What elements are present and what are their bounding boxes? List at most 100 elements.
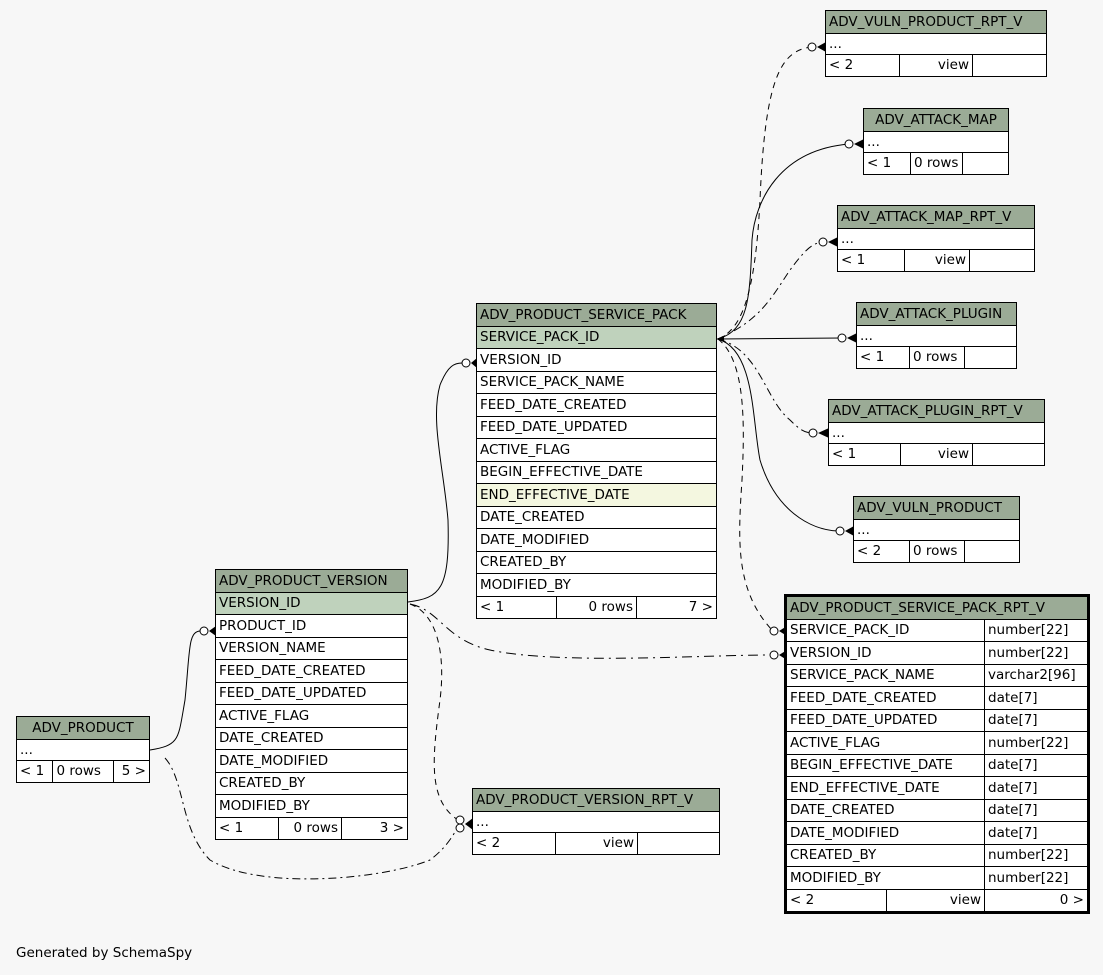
parents-count: < 1: [215, 816, 279, 840]
table-header[interactable]: ADV_PRODUCT: [16, 716, 150, 740]
column-type: number[22]: [984, 731, 1088, 755]
edge-product-to-version: [149, 630, 201, 751]
children-count: 7 >: [636, 595, 717, 619]
table-adv-attack-plugin-rpt-v[interactable]: ADV_ATTACK_PLUGIN_RPT_V ... < 1 view: [828, 399, 1045, 466]
column-ellipsis: ...: [825, 32, 1047, 55]
column-row: END_EFFECTIVE_DATE: [476, 483, 717, 507]
column-name: BEGIN_EFFECTIVE_DATE: [786, 753, 985, 777]
table-header[interactable]: ADV_PRODUCT_VERSION_RPT_V: [472, 788, 720, 812]
table-header[interactable]: ADV_ATTACK_MAP_RPT_V: [837, 205, 1035, 229]
row-count: 0 rows: [909, 345, 965, 369]
edge-version-to-sp-rpt: [409, 603, 773, 659]
row-count: view: [900, 442, 973, 466]
column-row: FEED_DATE_UPDATED: [476, 415, 717, 439]
table-adv-vuln-product-rpt-v[interactable]: ADV_VULN_PRODUCT_RPT_V ... < 2 view: [825, 10, 1047, 77]
column-type: number[22]: [984, 843, 1088, 867]
column-ellipsis: ...: [853, 518, 1020, 541]
column-ellipsis: ...: [856, 324, 1017, 347]
parents-count: < 2: [786, 888, 887, 912]
table-header[interactable]: ADV_VULN_PRODUCT: [853, 496, 1020, 520]
column-row: SERVICE_PACK_ID: [476, 325, 717, 349]
column-row: VERSION_NAME: [215, 636, 408, 660]
table-header[interactable]: ADV_ATTACK_PLUGIN_RPT_V: [828, 399, 1045, 423]
column-row: DATE_MODIFIED: [476, 528, 717, 552]
table-header[interactable]: ADV_VULN_PRODUCT_RPT_V: [825, 10, 1047, 34]
parents-count: < 1: [15, 759, 54, 783]
column-type: date[7]: [984, 821, 1088, 845]
column-type: number[22]: [984, 641, 1088, 665]
parents-count: < 2: [853, 539, 910, 563]
row-count: view: [886, 888, 985, 912]
column-row: VERSION_ID: [476, 348, 717, 372]
column-ellipsis: ...: [837, 227, 1035, 250]
parents-count: < 1: [856, 345, 910, 369]
edge-version-to-version-rpt: [409, 603, 459, 821]
column-row: FEED_DATE_CREATED: [215, 659, 408, 683]
edge-sp-to-vuln-product: [717, 338, 839, 532]
table-header[interactable]: ADV_ATTACK_MAP: [863, 108, 1009, 132]
table-adv-attack-map[interactable]: ADV_ATTACK_MAP ... < 1 0 rows: [863, 108, 1009, 175]
row-count: 0 rows: [52, 759, 114, 783]
children-count: [637, 831, 720, 855]
column-name: FEED_DATE_UPDATED: [786, 708, 985, 732]
column-ellipsis: ...: [16, 738, 150, 761]
table-adv-product-version-rpt-v[interactable]: ADV_PRODUCT_VERSION_RPT_V ... < 2 view: [472, 788, 720, 855]
column-row: PRODUCT_ID: [215, 614, 408, 638]
table-header[interactable]: ADV_PRODUCT_VERSION: [215, 569, 408, 593]
children-count: 3 >: [341, 816, 408, 840]
column-row: CREATED_BY: [215, 771, 408, 795]
table-adv-product-service-pack-rpt-v[interactable]: ADV_PRODUCT_SERVICE_PACK_RPT_V SERVICE_P…: [784, 594, 1090, 914]
column-name: END_EFFECTIVE_DATE: [786, 776, 985, 800]
children-count: [964, 345, 1017, 369]
column-name: SERVICE_PACK_ID: [786, 618, 985, 642]
table-adv-product[interactable]: ADV_PRODUCT ... < 1 0 rows 5 >: [15, 716, 151, 783]
row-count: 0 rows: [278, 816, 342, 840]
table-adv-attack-plugin[interactable]: ADV_ATTACK_PLUGIN ... < 1 0 rows: [856, 302, 1017, 369]
column-row: VERSION_ID: [215, 591, 408, 615]
column-row: ACTIVE_FLAG: [215, 704, 408, 728]
column-name: FEED_DATE_CREATED: [786, 686, 985, 710]
column-name: ACTIVE_FLAG: [786, 731, 985, 755]
column-name: CREATED_BY: [786, 843, 985, 867]
table-adv-product-service-pack[interactable]: ADV_PRODUCT_SERVICE_PACK SERVICE_PACK_ID…: [476, 303, 717, 619]
row-count: view: [904, 248, 970, 272]
parents-count: < 1: [863, 151, 911, 175]
column-row: DATE_MODIFIED: [215, 749, 408, 773]
row-count: view: [555, 831, 638, 855]
table-header[interactable]: ADV_ATTACK_PLUGIN: [856, 302, 1017, 326]
edge-sp-to-attack-plugin: [717, 337, 843, 340]
footer-credit: Generated by SchemaSpy: [16, 945, 193, 961]
table-adv-product-version[interactable]: ADV_PRODUCT_VERSION VERSION_ID PRODUCT_I…: [215, 569, 408, 840]
column-row: BEGIN_EFFECTIVE_DATE: [476, 460, 717, 484]
column-type: date[7]: [984, 753, 1088, 777]
children-count: [964, 539, 1020, 563]
parents-count: < 1: [837, 248, 905, 272]
column-row: CREATED_BY: [476, 550, 717, 574]
row-count: view: [899, 53, 973, 77]
column-name: VERSION_ID: [786, 641, 985, 665]
edge-sp-to-vuln-product-rpt: [717, 46, 813, 340]
column-row: FEED_DATE_CREATED: [476, 393, 717, 417]
column-type: date[7]: [984, 798, 1088, 822]
children-count: [972, 442, 1045, 466]
parents-count: < 1: [476, 595, 557, 619]
edge-sp-to-attack-plugin-rpt: [717, 338, 814, 434]
column-row: FEED_DATE_UPDATED: [215, 681, 408, 705]
column-row: MODIFIED_BY: [476, 573, 717, 597]
children-count: 5 >: [112, 759, 151, 783]
column-ellipsis: ...: [472, 810, 720, 833]
row-count: 0 rows: [909, 539, 965, 563]
column-ellipsis: ...: [863, 130, 1009, 153]
table-header[interactable]: ADV_PRODUCT_SERVICE_PACK: [476, 303, 717, 327]
table-adv-vuln-product[interactable]: ADV_VULN_PRODUCT ... < 2 0 rows: [853, 496, 1020, 563]
table-adv-attack-map-rpt-v[interactable]: ADV_ATTACK_MAP_RPT_V ... < 1 view: [837, 205, 1035, 272]
edge-sp-to-attack-map: [717, 143, 850, 340]
parents-count: < 2: [825, 53, 900, 77]
children-count: 0 >: [984, 888, 1088, 912]
column-type: date[7]: [984, 776, 1088, 800]
row-count: 0 rows: [556, 595, 637, 619]
table-header[interactable]: ADV_PRODUCT_SERVICE_PACK_RPT_V: [786, 596, 1088, 620]
edge-version-to-servicepack: [407, 362, 463, 603]
column-row: MODIFIED_BY: [215, 794, 408, 818]
